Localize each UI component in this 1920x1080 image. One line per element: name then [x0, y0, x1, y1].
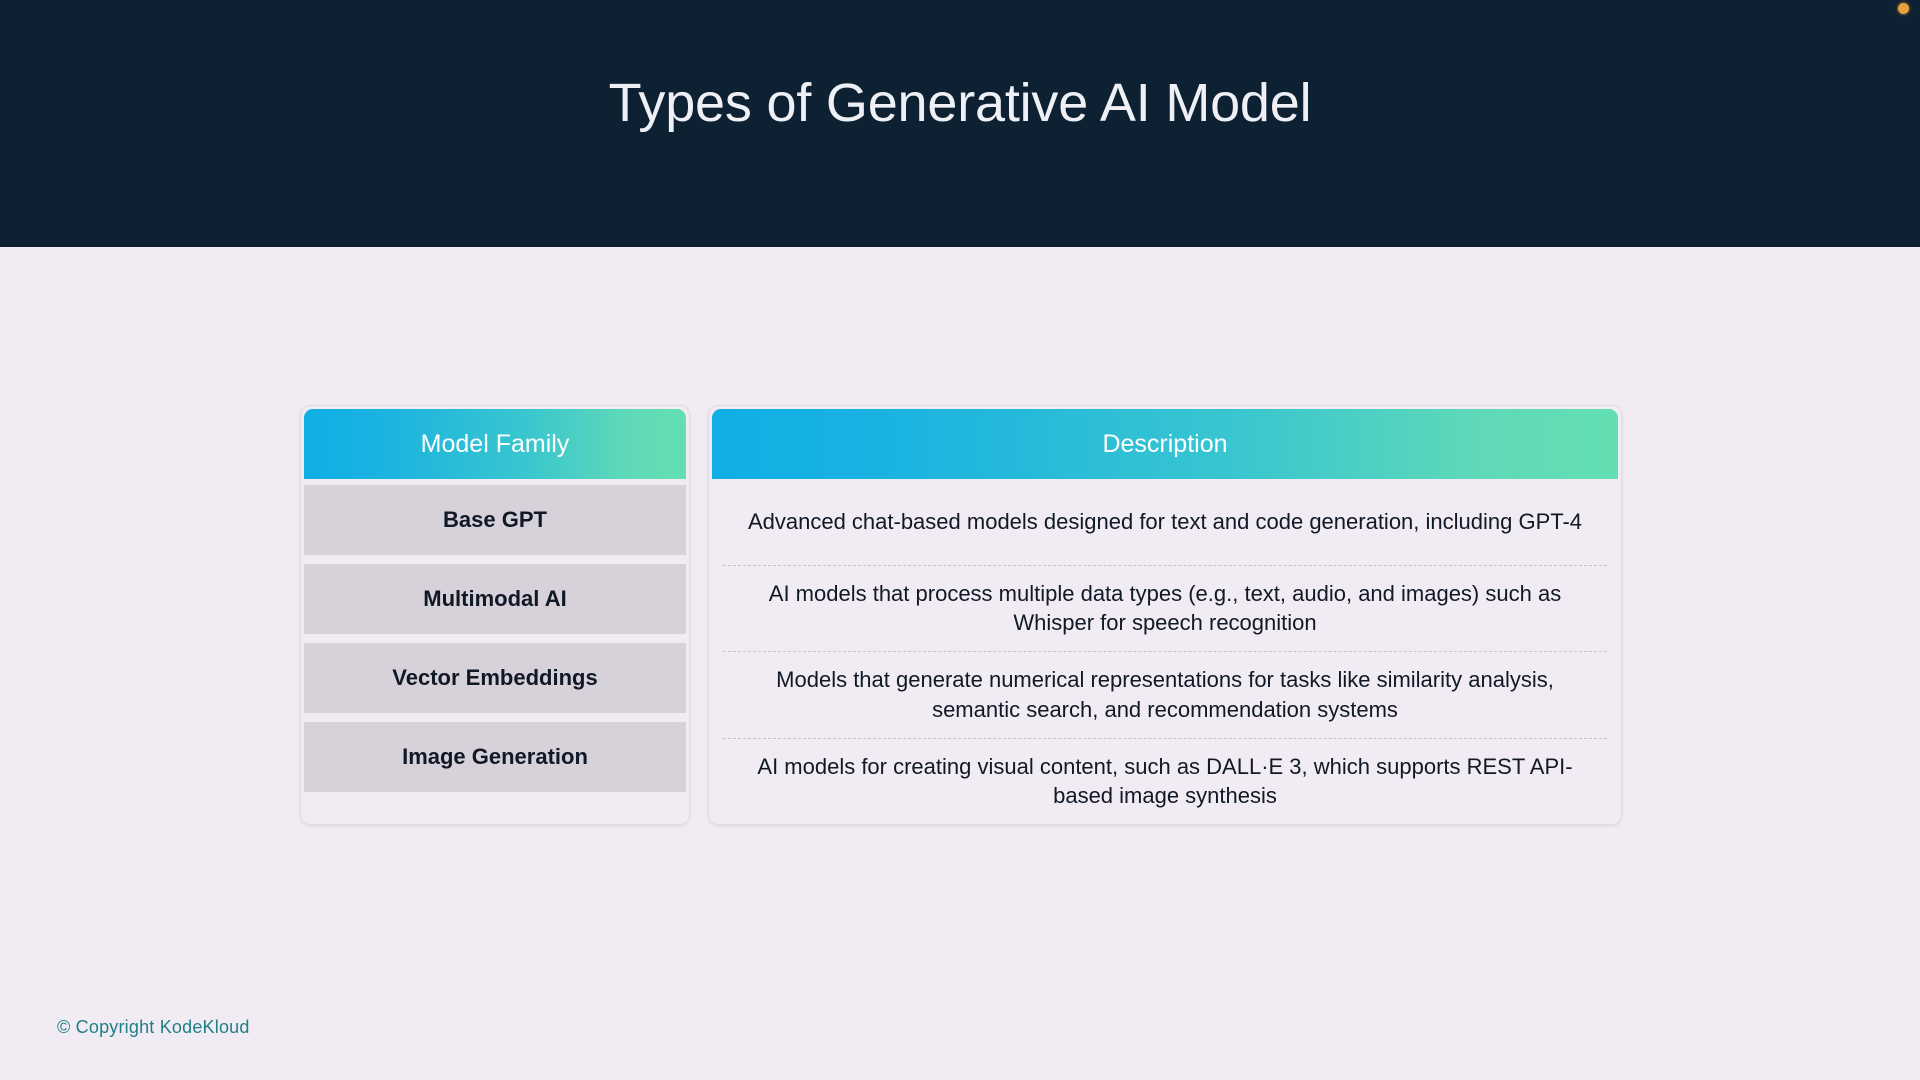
title-banner: Types of Generative AI Model — [0, 0, 1920, 247]
model-family-column: Model Family Base GPT Multimodal AI Vect… — [300, 405, 690, 825]
model-family-label: Vector Embeddings — [392, 665, 598, 690]
description-text: AI models that process multiple data typ… — [768, 580, 1562, 636]
column-header-description: Description — [712, 409, 1618, 479]
page-title: Types of Generative AI Model — [608, 73, 1312, 133]
model-family-label: Image Generation — [402, 744, 588, 769]
model-family-cell-list: Base GPT Multimodal AI Vector Embeddings… — [301, 479, 689, 802]
table-row[interactable]: Vector Embeddings — [304, 643, 686, 713]
description-column: Description Advanced chat-based models d… — [708, 405, 1622, 825]
model-family-label: Multimodal AI — [423, 586, 567, 611]
table-row[interactable]: Models that generate numerical represent… — [723, 652, 1607, 739]
description-text: AI models for creating visual content, s… — [757, 753, 1573, 809]
table-row[interactable]: Image Generation — [304, 722, 686, 792]
status-indicator-dot — [1898, 3, 1909, 14]
table-row[interactable]: Base GPT — [304, 485, 686, 555]
table-row[interactable]: Multimodal AI — [304, 564, 686, 634]
table-row[interactable]: AI models for creating visual content, s… — [723, 739, 1607, 825]
description-cell-list: Advanced chat-based models designed for … — [709, 479, 1621, 824]
model-family-label: Base GPT — [443, 507, 547, 532]
comparison-table: Model Family Base GPT Multimodal AI Vect… — [300, 405, 1622, 825]
table-row[interactable]: Advanced chat-based models designed for … — [723, 479, 1607, 566]
table-row[interactable]: AI models that process multiple data typ… — [723, 566, 1607, 652]
description-text: Advanced chat-based models designed for … — [747, 508, 1583, 534]
copyright-notice: © Copyright KodeKloud — [57, 1017, 250, 1037]
column-header-model-family: Model Family — [304, 409, 686, 479]
description-text: Models that generate numerical represent… — [776, 667, 1554, 722]
